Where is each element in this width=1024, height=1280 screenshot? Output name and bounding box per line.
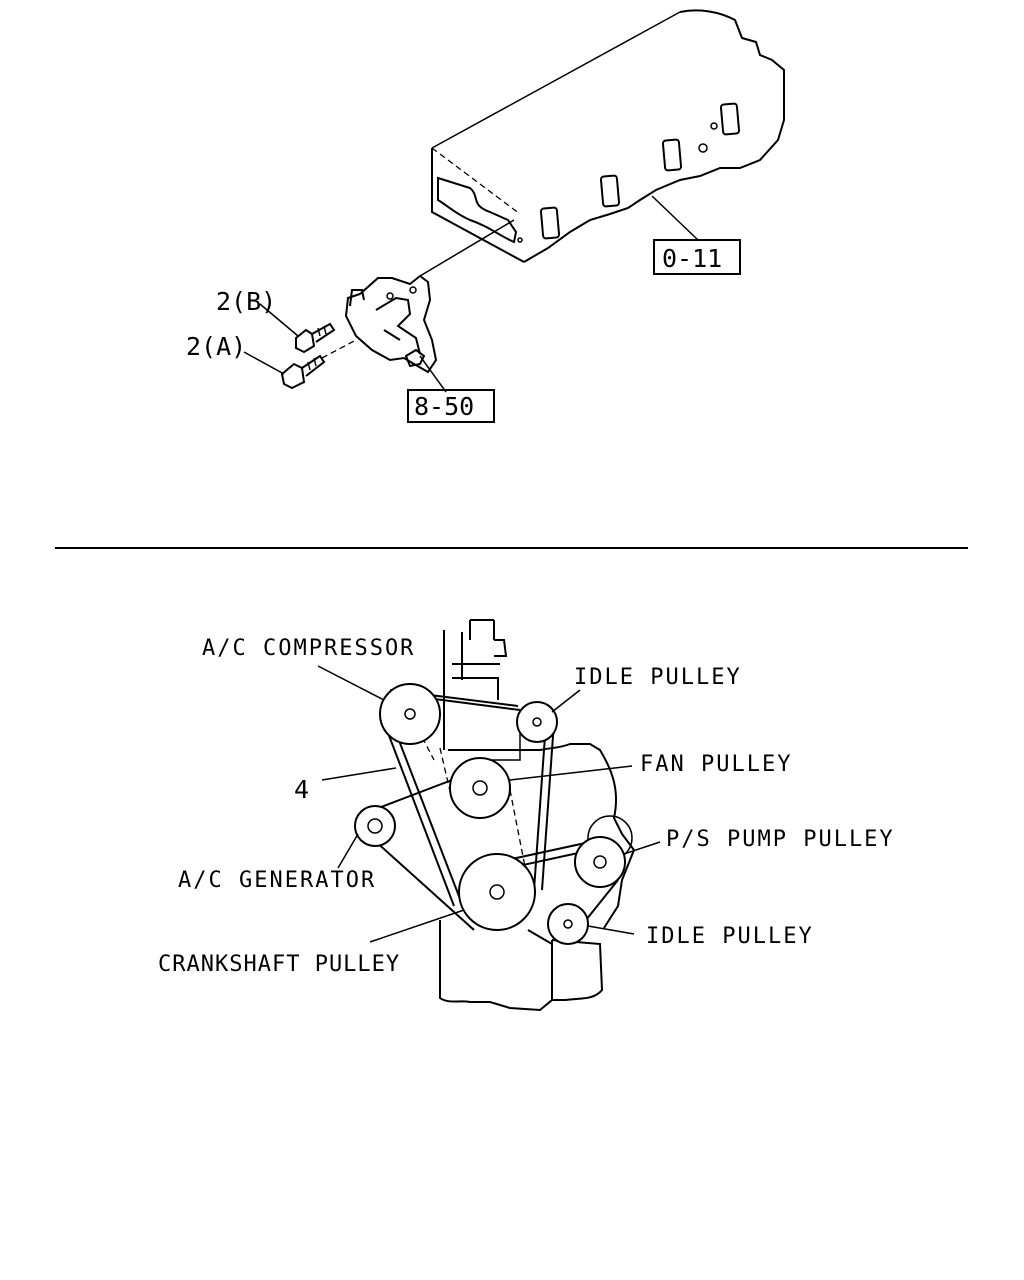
label-belt-4: 4	[294, 775, 309, 804]
label-fan-pulley: FAN PULLEY	[640, 752, 792, 777]
label-ac-generator: A/C GENERATOR	[178, 868, 376, 893]
label-leaders	[317, 665, 661, 943]
ref-0-11-text: 0-11	[662, 244, 722, 273]
idle-pulley-bottom	[547, 903, 589, 945]
label-bolt-a: 2(A)	[186, 332, 246, 361]
ref-box-0-11: 0-11	[653, 239, 741, 275]
label-ac-compressor: A/C COMPRESSOR	[202, 636, 415, 661]
ref-box-8-50: 8-50	[407, 389, 495, 423]
idle-pulley-top	[516, 701, 558, 743]
fan-pulley	[449, 757, 511, 819]
ac-compressor-pulley	[379, 683, 441, 745]
bolt-a	[243, 339, 357, 390]
ref-8-50-text: 8-50	[414, 392, 474, 421]
bolt-b	[259, 303, 336, 354]
label-crankshaft-pulley: CRANKSHAFT PULLEY	[158, 952, 400, 977]
ps-pump-pulley	[574, 815, 633, 888]
label-idle-pulley-top: IDLE PULLEY	[574, 665, 742, 690]
cylinder-head	[431, 9, 785, 263]
label-ps-pump-pulley: P/S PUMP PULLEY	[666, 827, 895, 852]
assembly-leader	[419, 219, 515, 277]
label-bolt-b: 2(B)	[216, 287, 276, 316]
ac-generator-pulley	[354, 805, 396, 847]
engine-bracket	[344, 274, 447, 393]
crankshaft-pulley	[458, 853, 536, 931]
label-idle-pulley-bottom: IDLE PULLEY	[646, 924, 814, 949]
